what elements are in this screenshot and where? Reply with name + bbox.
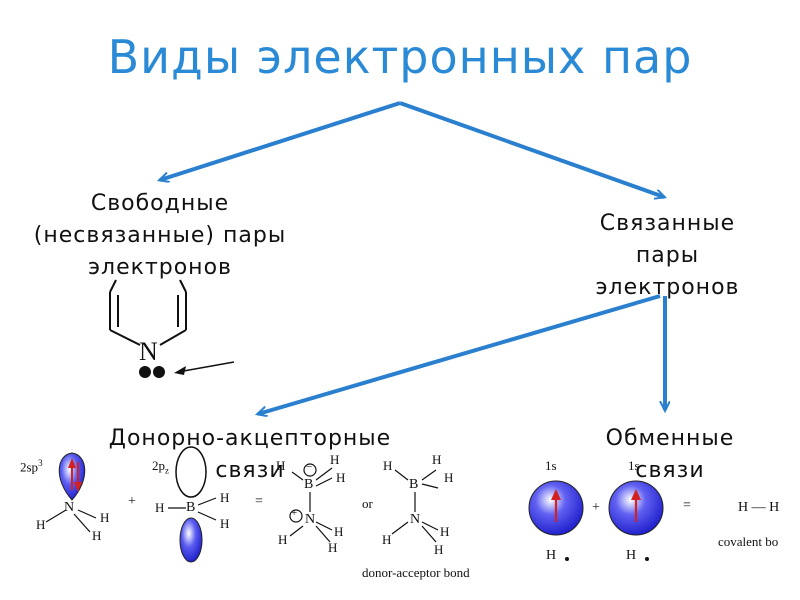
- free-pairs-line-2: (несвязанные) пары: [33, 223, 287, 248]
- bound-pairs-line-1: Связанные: [599, 211, 736, 236]
- adduct-h-bottom1: H: [278, 532, 288, 547]
- exchange-label: Обменные связи: [585, 423, 755, 487]
- nh3-h2: H: [100, 510, 110, 525]
- hydrogen-atom-2: H: [626, 548, 637, 563]
- nh3-h1: H: [36, 517, 46, 532]
- orbital-1s-label-2: 1s: [628, 458, 640, 473]
- orbital-2sp-text: 2sp: [20, 459, 39, 475]
- adduct-h-top2: H: [330, 452, 340, 467]
- bound-pairs-label: Связанные пары электронов: [570, 208, 765, 304]
- hydrogen-atom-1: H: [546, 548, 557, 563]
- bh3-h1: H: [155, 500, 165, 515]
- donor-acceptor-line-2: связи: [215, 458, 285, 483]
- h2-molecule: H — H: [738, 500, 780, 515]
- bh3-h2: H: [220, 490, 230, 505]
- adduct2-h-top2: H: [432, 452, 442, 467]
- exchange-equals-sign: =: [683, 498, 691, 513]
- adduct2-h-bottom1: H: [382, 532, 392, 547]
- adduct2-h-top: H: [383, 458, 393, 473]
- exchange-line-1: Обменные: [605, 426, 735, 451]
- donor-acceptor-caption: donor-acceptor bond: [362, 565, 470, 580]
- adduct2-n: N: [410, 512, 421, 527]
- free-pairs-line-1: Свободные: [90, 191, 230, 216]
- donor-acceptor-line-1: Донорно-акцепторные: [108, 426, 392, 451]
- adduct-h-top: H: [276, 458, 286, 473]
- adduct-plus-charge: +: [291, 507, 298, 519]
- exchange-plus-sign: +: [592, 500, 600, 515]
- nh3-n: N: [64, 500, 75, 515]
- bound-pairs-line-3: электронов: [595, 275, 740, 300]
- bound-pairs-line-2: пары: [635, 243, 700, 268]
- adduct-h-bottom3: H: [328, 540, 338, 555]
- orbital-2p-text: 2p: [152, 458, 165, 473]
- adduct-minus-charge: −: [306, 461, 313, 473]
- arrow-to-bound: [399, 101, 664, 197]
- page-title: Виды электронных пар: [107, 30, 693, 84]
- arrow-to-free: [160, 101, 401, 180]
- arrow-to-donor: [258, 294, 661, 414]
- exchange-line-2: связи: [635, 458, 705, 483]
- nh3-h3: H: [92, 528, 102, 543]
- orbital-2sp3-label: 2sp3: [20, 458, 43, 475]
- equals-sign: =: [255, 494, 263, 509]
- adduct-h-bottom2: H: [334, 524, 344, 539]
- plus-sign-1: +: [128, 494, 136, 509]
- adduct-n: N: [305, 512, 316, 527]
- covalent-bond-caption: covalent bo: [718, 534, 779, 549]
- free-pairs-line-3: электронов: [87, 255, 232, 280]
- pyridine-nitrogen: N: [139, 337, 158, 366]
- free-pairs-label: Свободные (несвязанные) пары электронов: [10, 188, 310, 284]
- adduct-h-top3: H: [336, 470, 346, 485]
- or-word: or: [362, 496, 373, 511]
- orbital-pz-subscript: z: [165, 465, 169, 476]
- orbital-2pz-label: 2pz: [152, 458, 169, 476]
- adduct2-h-top3: H: [444, 470, 454, 485]
- adduct2-h-bottom2: H: [440, 524, 450, 539]
- adduct2-b: B: [409, 477, 419, 492]
- bh3-h3: H: [220, 516, 230, 531]
- adduct-b: B: [304, 477, 314, 492]
- bh3-b: B: [186, 500, 196, 515]
- orbital-1s-label-1: 1s: [545, 458, 557, 473]
- orbital-sp3-superscript: 3: [38, 458, 43, 468]
- donor-acceptor-label: Донорно-акцепторные связи: [85, 423, 415, 487]
- adduct2-h-bottom3: H: [434, 542, 444, 557]
